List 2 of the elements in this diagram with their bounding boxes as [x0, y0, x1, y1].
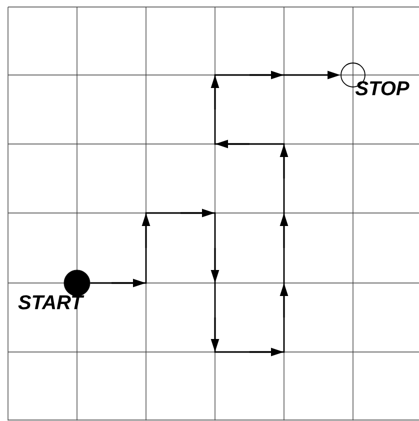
marker-label: START	[18, 295, 84, 310]
marker-label: STOP	[355, 81, 410, 96]
